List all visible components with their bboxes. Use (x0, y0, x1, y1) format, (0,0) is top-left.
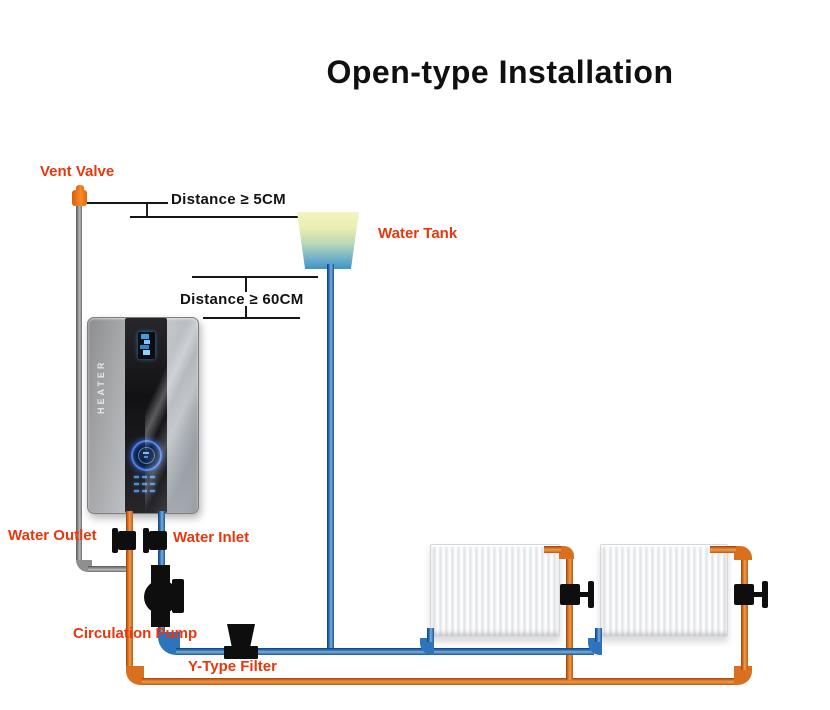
dim-line-5cm-lower (130, 216, 300, 218)
label-water-outlet: Water Outlet (8, 527, 97, 544)
dim-line-60cm-lower (203, 317, 300, 319)
vent-pipe-horizontal (88, 566, 128, 572)
radiator-valve-icon (588, 581, 594, 608)
radiator-valve-icon (560, 584, 580, 605)
heater-dial-icon (131, 440, 162, 471)
label-circulation-pump: Circulation Pump (73, 625, 198, 642)
heater-display-icon (138, 332, 155, 359)
vent-valve-icon (72, 190, 87, 206)
circulation-pump-icon (151, 611, 170, 627)
label-water-inlet: Water Inlet (173, 529, 250, 546)
label-water-tank: Water Tank (378, 225, 458, 242)
cold-pipe-main (176, 648, 594, 655)
y-type-filter-icon (224, 646, 258, 659)
hot-pipe-outlet-drop (126, 511, 133, 669)
dim-line-60cm-upper (192, 276, 318, 278)
hot-pipe-elbow-left (126, 666, 144, 685)
heater-touch-buttons (134, 476, 155, 497)
radiator-valve-icon (754, 592, 763, 597)
radiator-valve-icon (762, 581, 768, 608)
cold-pipe-elbow-radiator2 (588, 638, 602, 655)
cold-pipe-below-pump (158, 622, 165, 638)
label-y-type-filter: Y-Type Filter (188, 658, 277, 675)
radiator-valve-icon (734, 584, 754, 605)
cold-pipe-stub-radiator1 (427, 628, 434, 642)
heater-dial-inner (138, 447, 155, 464)
circulation-pump-icon (144, 580, 178, 614)
y-type-filter-icon (227, 624, 255, 648)
dim-connector-60cm-top (245, 278, 247, 292)
hot-pipe-riser-radiator2 (741, 556, 748, 670)
cold-pipe-elbow-left (158, 632, 180, 655)
cold-pipe-tank-drop (327, 264, 334, 654)
water-tank-icon (297, 212, 359, 269)
dim-line-5cm-upper (87, 202, 168, 204)
shutoff-valve-icon (112, 528, 118, 553)
heater-brand-text: HEATER (96, 359, 106, 414)
hot-pipe-riser-radiator1 (566, 556, 573, 680)
radiator-icon (430, 544, 560, 637)
hot-pipe-stub-radiator2 (710, 546, 736, 553)
hot-pipe-elbow-radiator1 (559, 546, 574, 559)
hot-pipe-stub-radiator1 (544, 546, 561, 553)
radiator-icon (600, 544, 728, 637)
radiator-valve-icon (580, 592, 589, 597)
page-title: Open-type Installation (326, 54, 674, 90)
dim-connector-60cm-bottom (245, 306, 247, 317)
hot-pipe-elbow-right (734, 666, 752, 685)
shutoff-valve-icon (118, 531, 136, 550)
dim-connector-5cm (146, 204, 148, 216)
vent-pipe-vertical (76, 203, 82, 560)
hot-pipe-elbow-radiator2 (734, 546, 752, 560)
shutoff-valve-icon (143, 528, 149, 553)
shutoff-valve-icon (149, 531, 167, 550)
hot-pipe-main (142, 678, 736, 685)
circulation-pump-icon (151, 565, 170, 583)
vent-valve-icon (76, 185, 84, 192)
heater-unit-icon: HEATER (87, 317, 199, 514)
dim-label-60cm: Distance ≥ 60CM (180, 291, 304, 308)
dim-label-5cm: Distance ≥ 5CM (171, 191, 286, 208)
cold-pipe-elbow-radiator1 (420, 638, 434, 655)
cold-pipe-stub-radiator2 (595, 628, 602, 642)
label-vent-valve: Vent Valve (40, 163, 115, 180)
